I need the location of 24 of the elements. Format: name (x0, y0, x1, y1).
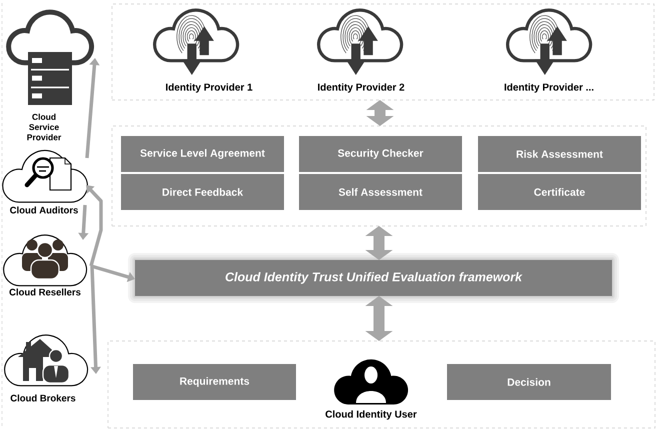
dashed-panel (112, 126, 646, 226)
process-box: Service Level Agreement (121, 136, 284, 172)
double-arrow (365, 296, 393, 341)
arrow (86, 185, 103, 266)
process-box: Requirements (133, 364, 296, 400)
dashed-panel (112, 4, 654, 100)
icon-caption: Cloud Service Provider (27, 114, 62, 140)
process-box: Security Checker (299, 136, 462, 172)
process-box: Risk Assessment (478, 136, 641, 172)
process-box: Certificate (478, 174, 641, 210)
icon-caption: Cloud Brokers (10, 394, 76, 402)
icon-caption: Cloud Auditors (10, 206, 78, 214)
icon-caption: Cloud Resellers (10, 288, 80, 296)
icon-caption: Cloud Identity User (326, 410, 417, 420)
process-box: Direct Feedback (121, 174, 284, 210)
icon-caption: Identity Provider 2 (318, 83, 404, 93)
process-box: Self Assessment (299, 174, 462, 210)
icon-caption: Identity Provider ... (504, 83, 594, 93)
process-box: Decision (447, 364, 611, 400)
dashed-panel (108, 340, 656, 428)
framework-bar: Cloud Identity Trust Unified Evaluation framework (128, 253, 619, 303)
double-arrow (365, 226, 393, 260)
double-arrow (366, 100, 394, 126)
icon-caption: Identity Provider 1 (166, 83, 252, 93)
